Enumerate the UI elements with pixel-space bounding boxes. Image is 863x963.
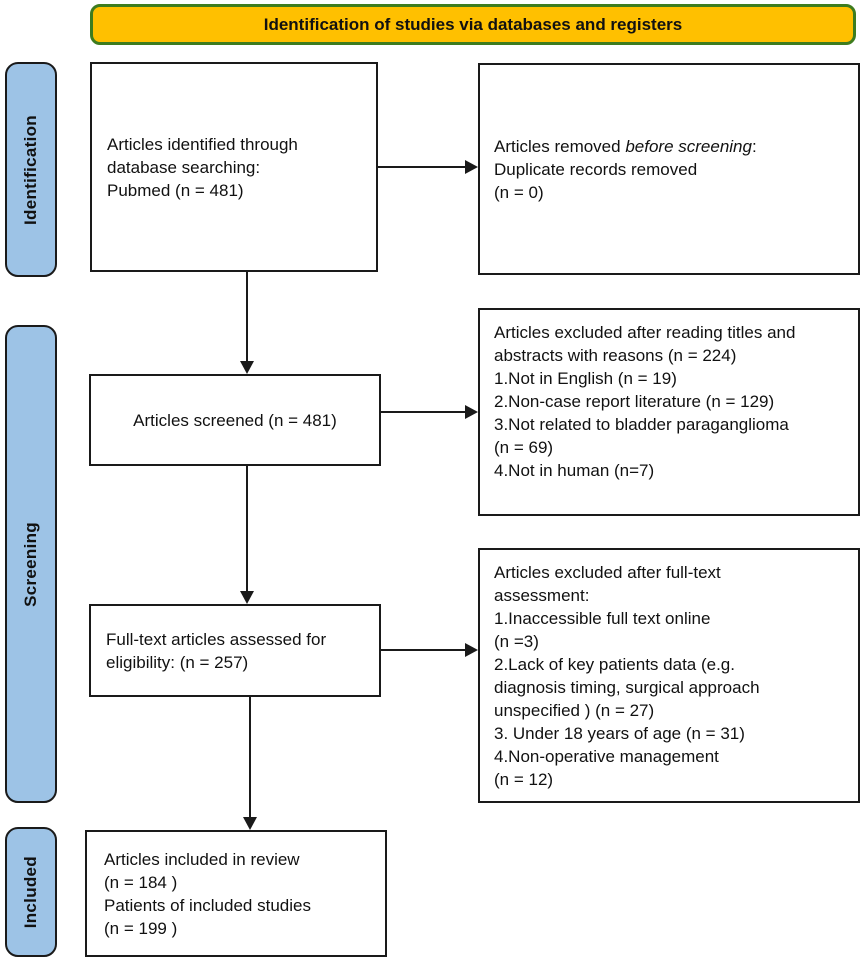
box-articles-removed-line1: Articles removed before screening: xyxy=(494,135,850,158)
arrow-identified-to-removed xyxy=(378,160,478,174)
arrow-right-head xyxy=(465,160,478,174)
arrow-shaft xyxy=(381,649,466,651)
box-excluded-titles-abstracts: Articles excluded after reading titles a… xyxy=(478,308,860,516)
removed-colon: : xyxy=(751,136,757,156)
arrow-fulltext-to-included xyxy=(243,697,257,830)
arrow-identified-to-screened xyxy=(240,272,254,374)
box-articles-included: Articles included in review (n = 184 ) P… xyxy=(85,830,387,957)
arrow-down-head xyxy=(240,591,254,604)
stage-included: Included xyxy=(5,827,57,957)
box-articles-screened: Articles screened (n = 481) xyxy=(89,374,381,466)
box-articles-removed: Articles removed before screening: Dupli… xyxy=(478,63,860,275)
arrow-shaft xyxy=(249,697,251,818)
arrow-right-head xyxy=(465,643,478,657)
box-articles-identified-text: Articles identified through database sea… xyxy=(107,134,298,200)
stage-identification: Identification xyxy=(5,62,57,277)
arrow-shaft xyxy=(381,411,466,413)
arrow-down-head xyxy=(243,817,257,830)
removed-italic: before screening xyxy=(625,136,752,156)
box-fulltext-assessed-text: Full-text articles assessed for eligibil… xyxy=(106,629,327,672)
header-title: Identification of studies via databases … xyxy=(263,14,683,34)
box-excluded-titles-abstracts-text: Articles excluded after reading titles a… xyxy=(494,323,796,480)
box-articles-screened-text: Articles screened (n = 481) xyxy=(133,410,337,430)
box-excluded-fulltext-text: Articles excluded after full-text assess… xyxy=(494,563,760,789)
arrow-screened-to-excluded xyxy=(381,405,478,419)
arrow-shaft xyxy=(246,466,248,592)
box-articles-included-text: Articles included in review (n = 184 ) P… xyxy=(104,849,311,938)
removed-prefix: Articles removed xyxy=(494,136,626,156)
header-banner: Identification of studies via databases … xyxy=(90,4,856,45)
arrow-right-head xyxy=(465,405,478,419)
stage-screening-label: Screening xyxy=(21,521,40,607)
stage-screening: Screening xyxy=(5,325,57,803)
box-excluded-fulltext: Articles excluded after full-text assess… xyxy=(478,548,860,803)
box-articles-identified: Articles identified through database sea… xyxy=(90,62,378,272)
arrow-fulltext-to-excluded xyxy=(381,643,478,657)
arrow-shaft xyxy=(378,166,466,168)
stage-included-label: Included xyxy=(21,855,40,929)
arrow-screened-to-fulltext xyxy=(240,466,254,604)
box-articles-removed-text: Duplicate records removed (n = 0) xyxy=(494,159,698,202)
arrow-shaft xyxy=(246,272,248,362)
arrow-down-head xyxy=(240,361,254,374)
box-fulltext-assessed: Full-text articles assessed for eligibil… xyxy=(89,604,381,697)
stage-identification-label: Identification xyxy=(21,114,40,225)
